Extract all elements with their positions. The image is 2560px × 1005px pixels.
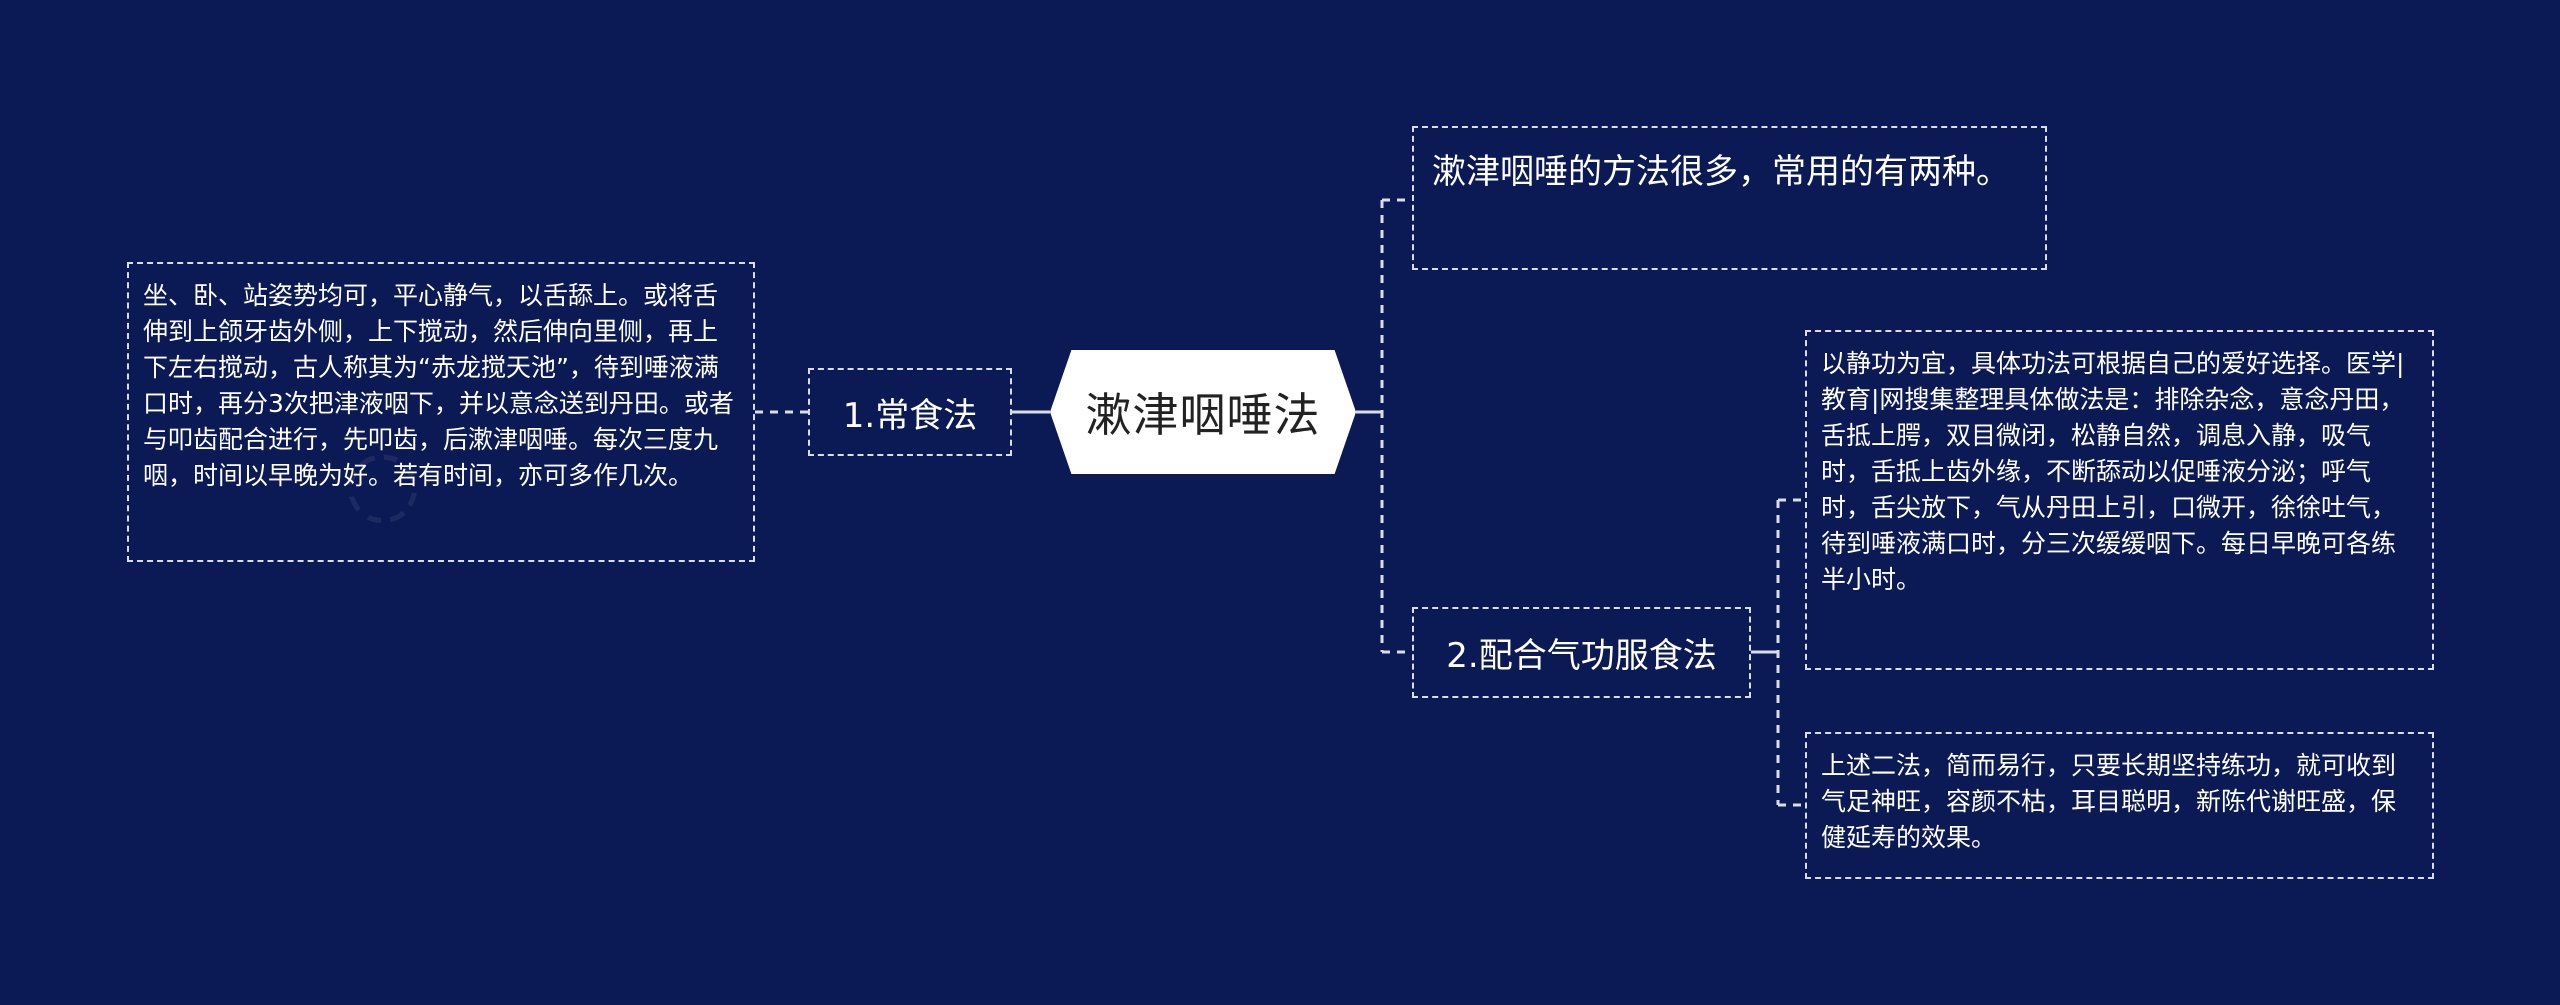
- central-topic[interactable]: 漱津咽唾法: [1050, 350, 1356, 474]
- detail-node-qigong-method[interactable]: 以静功为宜，具体功法可根据自己的爱好选择。医学|教育|网搜集整理具体做法是：排除…: [1805, 330, 2434, 670]
- detail-node-intro[interactable]: 漱津咽唾的方法很多，常用的有两种。: [1412, 126, 2047, 270]
- detail-node-changshifa[interactable]: 坐、卧、站姿势均可，平心静气，以舌舔上。或将舌伸到上颌牙齿外侧，上下搅动，然后伸…: [127, 262, 755, 562]
- detail-node-qigong-effect[interactable]: 上述二法，简而易行，只要长期坚持练功，就可收到气足神旺，容颜不枯，耳目聪明，新陈…: [1805, 732, 2434, 879]
- branch-node-qigong[interactable]: 2.配合气功服食法: [1412, 607, 1751, 698]
- branch-node-changshifa[interactable]: 1.常食法: [808, 368, 1012, 456]
